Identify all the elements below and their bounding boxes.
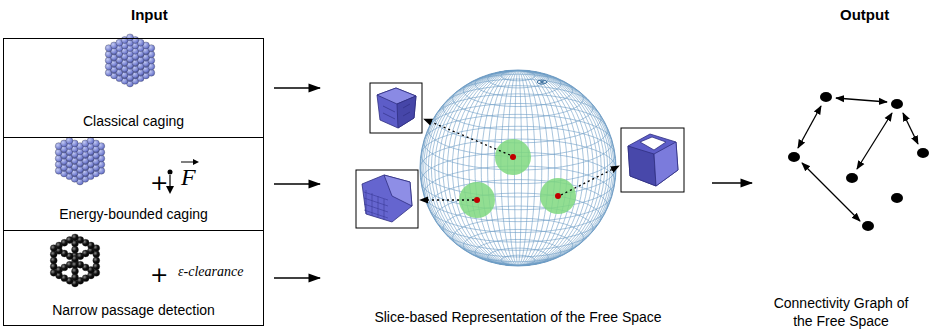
stage-region: Connectivity Graph of the Free Space [752,60,930,330]
plus-sign: + [150,170,168,195]
flow-arrow [712,182,752,184]
slice-picture [356,170,418,228]
sphere-cube-open [55,137,105,185]
plus-sign: + [150,262,168,287]
column-heading: Output [840,6,889,23]
slice-marks [420,119,619,218]
flow-arrow [274,183,320,185]
clearance-label: ε-clearance [178,264,243,280]
stage-caption: Slice-based Representation of the Free S… [323,308,713,326]
sphere-cage [50,234,100,287]
graph-drawing [788,92,929,231]
input-box: Classical caging [3,38,264,138]
box-caption: Classical caging [9,112,259,130]
stage-region: Slice-based Representation of the Free S… [320,40,716,330]
input-box: Energy-bounded caging [3,137,264,231]
flow-arrow [274,277,320,279]
slice-picture [370,83,422,133]
slice-picture [621,128,684,192]
sphere-cube [105,34,155,87]
globe [420,70,616,266]
force-symbol-label: F [181,164,196,191]
force-symbol [166,159,199,194]
box-caption: Narrow passage detection [9,301,259,319]
column-heading: Input [131,6,168,23]
flow-arrow [274,87,320,89]
stage-caption: Connectivity Graph of the Free Space [766,294,916,330]
box-caption: Energy-bounded caging [9,205,259,223]
